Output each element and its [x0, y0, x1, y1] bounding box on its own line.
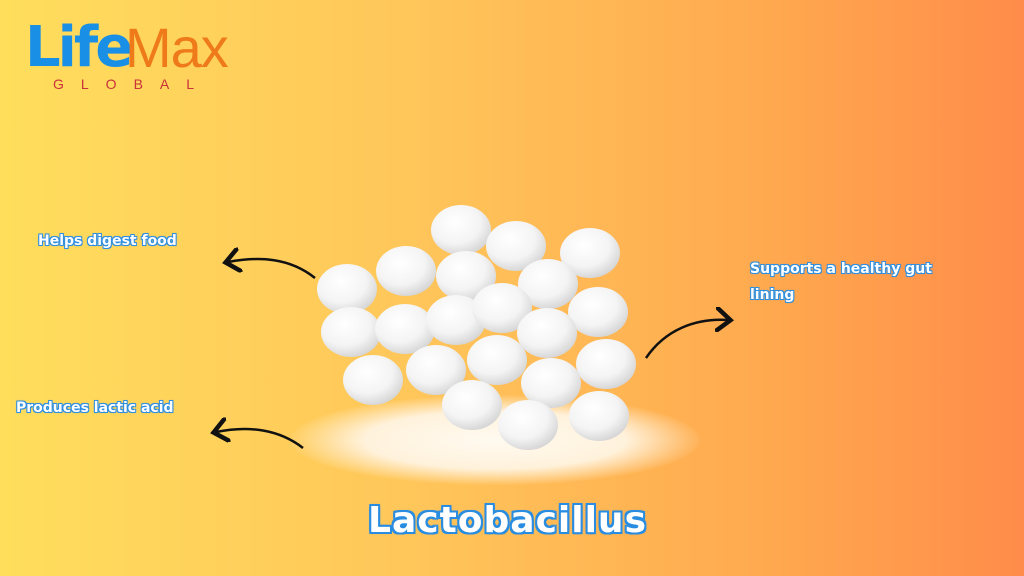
pill [498, 400, 558, 450]
pill [426, 295, 486, 345]
pill [321, 307, 381, 357]
label-supports-gut-lining: Supports a healthy gut lining [750, 261, 932, 303]
pill [436, 251, 496, 301]
lifemax-global-logo: Life Max GLOBAL [25, 18, 250, 98]
logo-tagline: GLOBAL [53, 76, 212, 92]
pill [521, 358, 581, 408]
pill [375, 304, 435, 354]
logo-life: Life [25, 15, 133, 80]
arrow-lactic [216, 429, 304, 449]
pill [560, 228, 620, 278]
pill [406, 345, 466, 395]
pill [576, 339, 636, 389]
pill [343, 355, 403, 405]
label-helps-digest-food: Helps digest food [38, 233, 177, 249]
pill [518, 259, 578, 309]
pill [568, 287, 628, 337]
label-produces-lactic-acid: Produces lactic acid [16, 400, 174, 416]
pill [517, 308, 577, 358]
arrow-gut [644, 320, 728, 359]
pill [431, 205, 491, 255]
pill [472, 283, 532, 333]
logo-max: Max [125, 16, 229, 79]
pill [317, 264, 377, 314]
pill [467, 335, 527, 385]
pill [569, 391, 629, 441]
pill [376, 246, 436, 296]
page-title: Lactobacillus [368, 500, 647, 541]
pill [442, 380, 502, 430]
arrow-digest [228, 259, 316, 279]
pill [486, 221, 546, 271]
